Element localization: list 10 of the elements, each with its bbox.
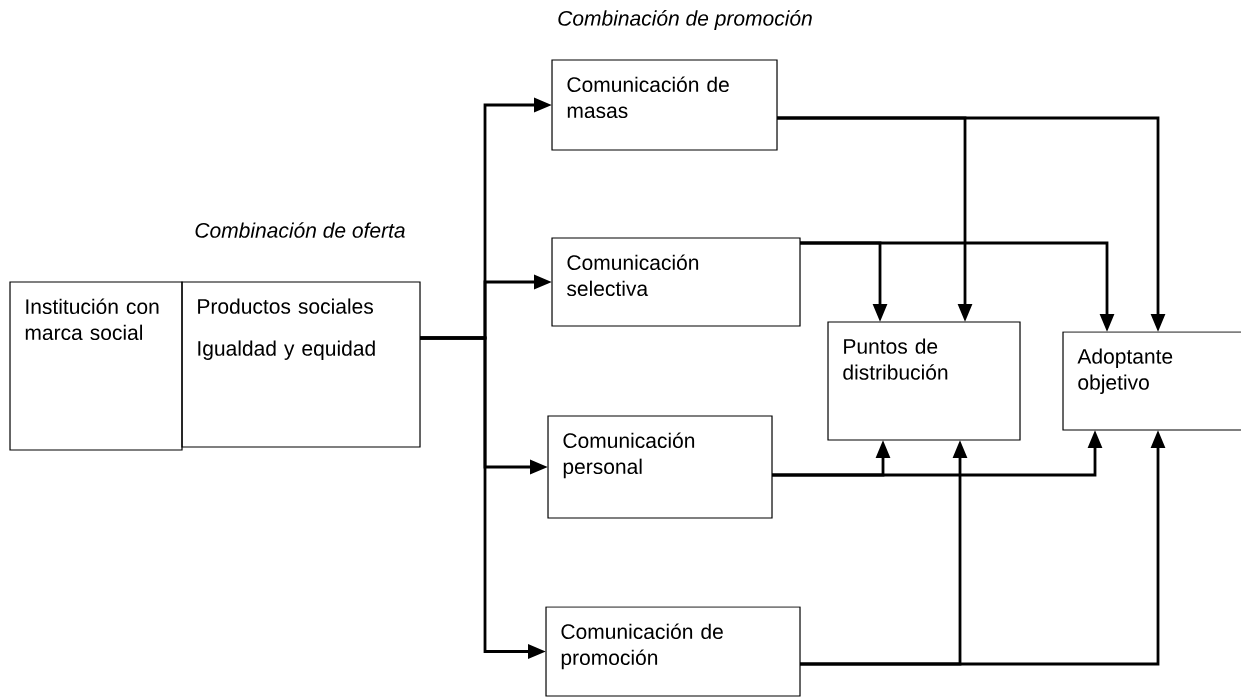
section-heading: Combinación de oferta xyxy=(195,222,405,238)
process-box: Comunicación selectiva xyxy=(551,237,801,327)
process-box: Puntos de distribución xyxy=(827,321,1021,441)
process-box: Productos sociales Igualdad y equidad xyxy=(181,281,421,448)
process-box: Institución con marca social xyxy=(9,281,183,451)
process-box: Comunicación personal xyxy=(547,415,773,519)
process-box: Comunicación de promoción xyxy=(545,606,801,697)
process-box: Adoptante objetivo xyxy=(1062,331,1241,431)
process-box: Comunicación de masas xyxy=(551,59,778,151)
section-heading: Combinación de promoción xyxy=(558,10,812,30)
